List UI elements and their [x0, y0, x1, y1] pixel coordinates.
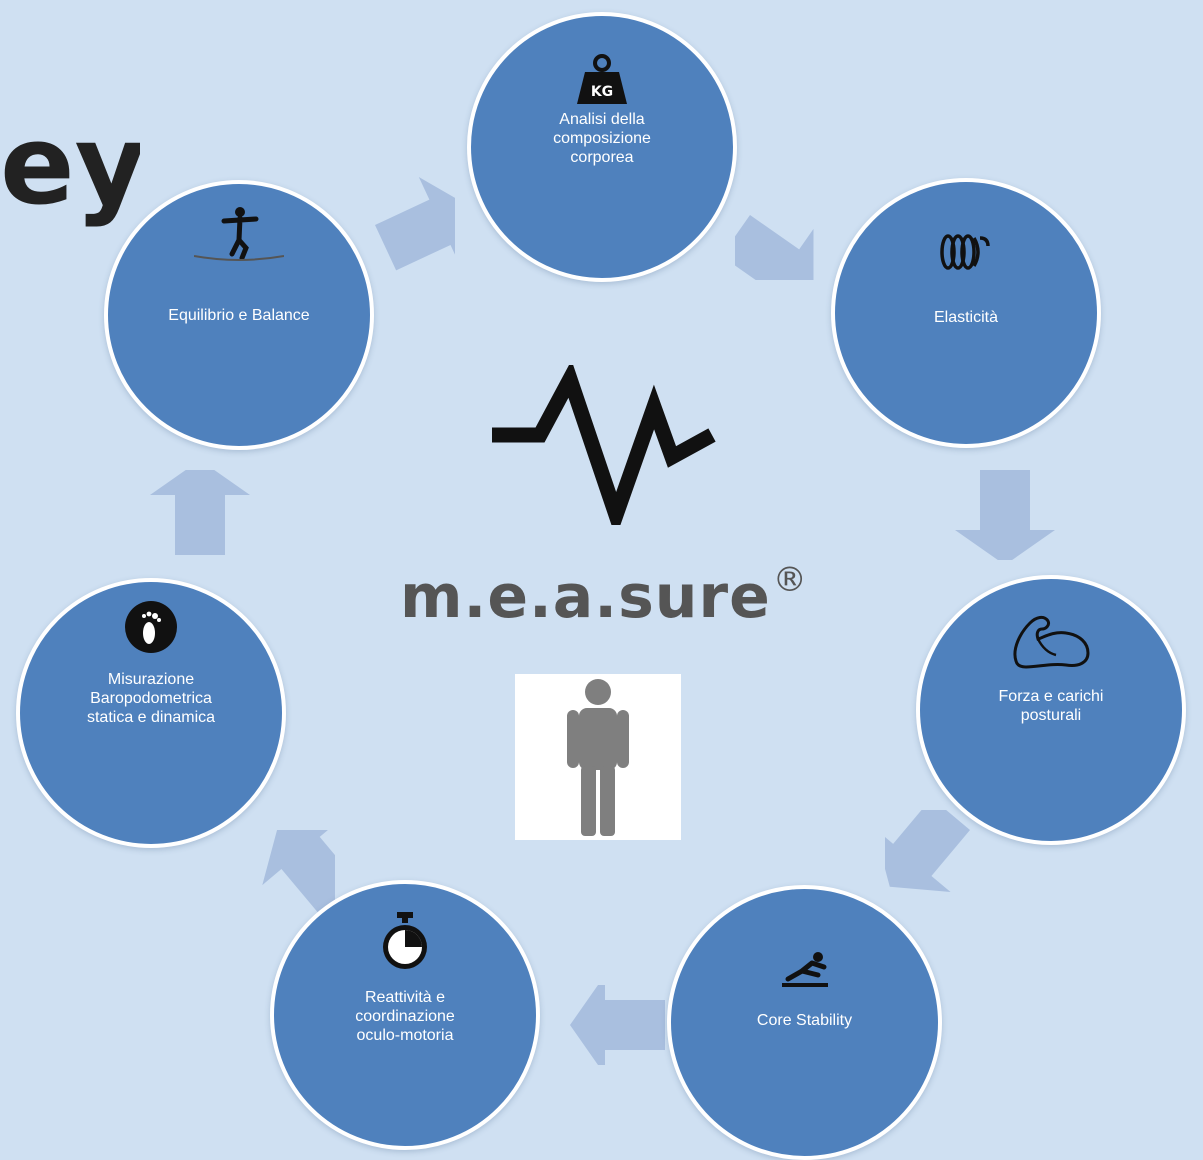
cycle-arrow-reactivity-to-baropodometry	[262, 830, 335, 915]
person-figure-box	[515, 674, 681, 840]
node-baropodometry: Misurazione Baropodometrica statica e di…	[16, 578, 286, 848]
brand-name: m.e.a.sure	[400, 562, 771, 632]
cycle-arrow-elasticity-to-strength	[955, 470, 1055, 560]
sit-up-icon	[671, 949, 938, 991]
heading-fragment: ey	[0, 101, 140, 229]
kg-label: KG	[591, 84, 613, 100]
node-label-composition: Analisi della composizione corporea	[553, 111, 651, 166]
tightrope-walker-icon	[108, 204, 370, 264]
node-body-composition: KG Analisi della composizione corporea	[467, 12, 737, 282]
node-label-core: Core Stability	[756, 1012, 853, 1029]
node-label-elasticity: Elasticità	[933, 309, 999, 326]
cycle-arrow-balance-to-composition	[375, 176, 455, 271]
brand-wordmark: m.e.a.sure®	[400, 560, 820, 632]
registered-mark: ®	[772, 560, 808, 600]
heartbeat-pulse-icon	[492, 365, 716, 525]
cycle-arrow-core-to-reactivity	[570, 985, 665, 1065]
clipped-heading: ey	[0, 100, 140, 230]
flexed-arm-icon	[920, 609, 1182, 671]
node-label-reactivity: Reattività e coordinazione oculo-motoria	[355, 989, 455, 1044]
cycle-arrow-baropodometry-to-balance	[150, 470, 250, 555]
node-label-balance: Equilibrio e Balance	[168, 307, 310, 324]
node-reactivity: Reattività e coordinazione oculo-motoria	[270, 880, 540, 1150]
node-label-strength: Forza e carichi posturali	[998, 688, 1104, 724]
stopwatch-icon	[274, 912, 536, 972]
kg-weight-icon: KG	[471, 54, 733, 106]
node-elasticity: Elasticità	[831, 178, 1101, 448]
spring-coil-icon	[835, 232, 1097, 272]
footprint-icon	[20, 600, 282, 654]
node-balance: Equilibrio e Balance	[104, 180, 374, 450]
cycle-arrow-composition-to-elasticity	[735, 215, 814, 280]
person-icon	[567, 679, 629, 836]
cycle-arrow-strength-to-core	[885, 810, 970, 893]
node-strength: Forza e carichi posturali	[916, 575, 1186, 845]
node-label-baropodometry: Misurazione Baropodometrica statica e di…	[86, 671, 216, 726]
node-core-stability: Core Stability	[667, 885, 942, 1160]
